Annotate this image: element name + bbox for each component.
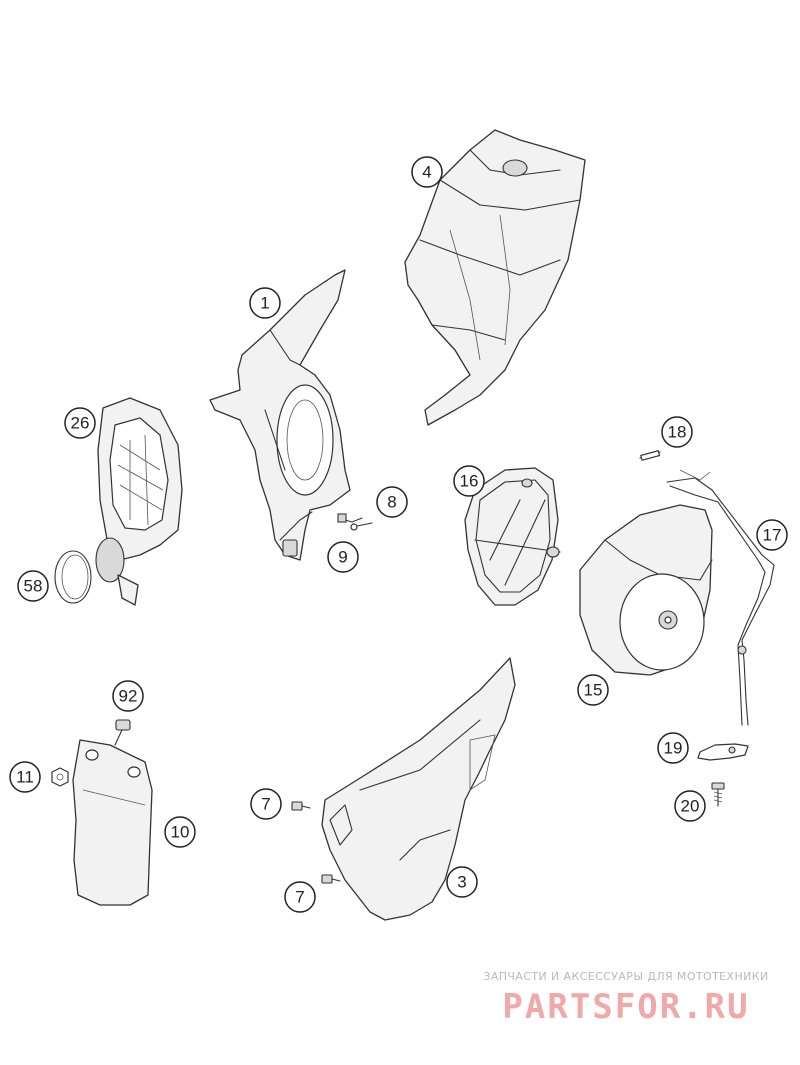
svg-text:1: 1 xyxy=(260,294,269,313)
callout-3: 3 xyxy=(446,866,478,898)
part-hose-clamp xyxy=(54,550,92,604)
callout-16: 16 xyxy=(453,465,485,497)
callout-11: 11 xyxy=(9,761,41,793)
part-panel-bolts xyxy=(291,801,341,884)
part-clip xyxy=(697,743,749,761)
svg-text:7: 7 xyxy=(261,795,270,814)
svg-text:7: 7 xyxy=(295,888,304,907)
part-filter-bracket xyxy=(666,469,775,726)
part-airbox-cover xyxy=(404,129,586,426)
svg-text:16: 16 xyxy=(460,472,479,491)
part-side-frame xyxy=(209,269,351,561)
watermark-logo: PARTSFOR.RU xyxy=(502,987,750,1027)
callout-1: 1 xyxy=(249,287,281,319)
svg-text:58: 58 xyxy=(24,577,43,596)
svg-text:20: 20 xyxy=(681,797,700,816)
callout-19: 19 xyxy=(657,732,689,764)
svg-text:92: 92 xyxy=(119,687,138,706)
svg-text:8: 8 xyxy=(387,493,396,512)
svg-text:10: 10 xyxy=(171,823,190,842)
svg-text:19: 19 xyxy=(664,739,683,758)
part-screw xyxy=(711,782,725,807)
callout-7-lower: 7 xyxy=(284,881,316,913)
part-mud-flap xyxy=(72,739,153,906)
part-pin xyxy=(639,450,661,461)
part-side-panel xyxy=(321,657,516,921)
callout-17: 17 xyxy=(756,519,788,551)
callout-4: 4 xyxy=(411,156,443,188)
callout-58: 58 xyxy=(17,570,49,602)
svg-text:3: 3 xyxy=(457,873,466,892)
part-small-screws xyxy=(337,513,373,531)
part-filter-cage xyxy=(464,467,561,606)
svg-text:26: 26 xyxy=(71,414,90,433)
callout-15: 15 xyxy=(577,674,609,706)
callout-92: 92 xyxy=(112,680,144,712)
part-air-filter xyxy=(95,397,183,606)
watermark: ЗАПЧАСТИ И АКСЕССУАРЫ ДЛЯ МОТОТЕХНИКИ PA… xyxy=(476,970,776,1027)
callout-8: 8 xyxy=(376,486,408,518)
svg-text:17: 17 xyxy=(763,526,782,545)
svg-text:9: 9 xyxy=(338,548,347,567)
callout-20: 20 xyxy=(674,790,706,822)
svg-text:4: 4 xyxy=(422,163,431,182)
watermark-tagline: ЗАПЧАСТИ И АКСЕССУАРЫ ДЛЯ МОТОТЕХНИКИ xyxy=(483,970,769,983)
callout-7-upper: 7 xyxy=(250,788,282,820)
callout-10: 10 xyxy=(164,816,196,848)
part-filter-box xyxy=(579,504,713,676)
callout-26: 26 xyxy=(64,407,96,439)
part-bolt-nut xyxy=(51,719,131,787)
svg-text:15: 15 xyxy=(584,681,603,700)
svg-text:11: 11 xyxy=(16,768,34,787)
callout-9: 9 xyxy=(327,541,359,573)
callout-18: 18 xyxy=(661,416,693,448)
svg-text:18: 18 xyxy=(668,423,687,442)
